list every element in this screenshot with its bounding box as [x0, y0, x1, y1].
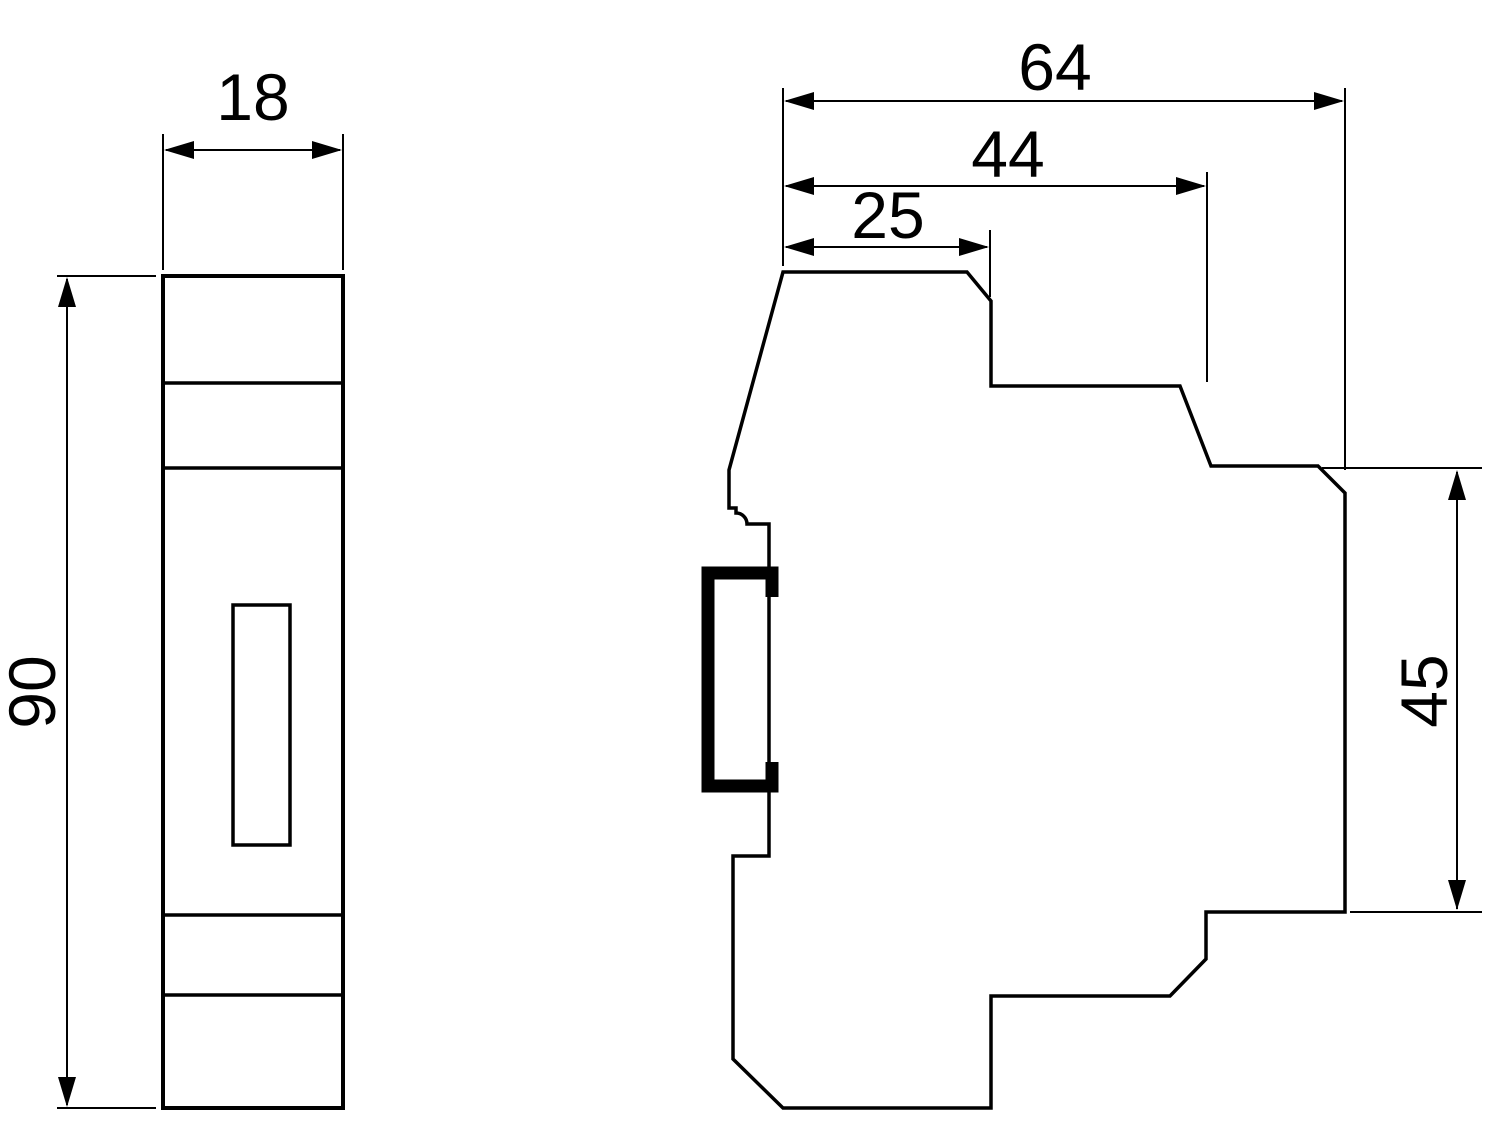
dim-label-depth-25: 25: [851, 178, 924, 252]
dim-label-width-18: 18: [216, 60, 289, 134]
dimension-arrow-down-icon: [58, 1077, 76, 1107]
dimension-arrow-left-icon: [784, 177, 814, 195]
dim-label-height-45: 45: [1387, 654, 1461, 727]
dimension-arrow-left-icon: [784, 238, 814, 256]
dim-side-depth-25: 25: [784, 178, 991, 297]
dim-side-depth-44: 44: [784, 117, 1208, 382]
dimension-arrow-left-icon: [784, 92, 814, 110]
dimension-arrow-up-icon: [1448, 470, 1466, 500]
dimension-arrow-right-icon: [1176, 177, 1206, 195]
din-rail-clip: [701, 566, 779, 793]
dimension-arrow-right-icon: [1314, 92, 1344, 110]
side-view: [701, 270, 1347, 1110]
dimension-arrow-right-icon: [312, 141, 342, 159]
front-view-outline: [161, 274, 345, 1110]
dim-label-depth-44: 44: [971, 117, 1044, 191]
dim-front-width: 18: [162, 60, 344, 270]
front-view: [161, 274, 345, 1110]
dim-label-height-90: 90: [0, 655, 69, 728]
dim-label-depth-64: 64: [1018, 30, 1091, 104]
front-view-window: [231, 603, 292, 847]
dim-front-height: 90: [0, 275, 156, 1109]
dim-side-depth-64: 64: [782, 30, 1346, 470]
dim-side-height-45: 45: [1322, 467, 1482, 913]
dimension-arrow-down-icon: [1448, 880, 1466, 910]
dimension-arrow-up-icon: [58, 277, 76, 307]
side-view-outline: [727, 270, 1347, 1110]
dimension-arrow-right-icon: [959, 238, 989, 256]
dimension-arrow-left-icon: [164, 141, 194, 159]
